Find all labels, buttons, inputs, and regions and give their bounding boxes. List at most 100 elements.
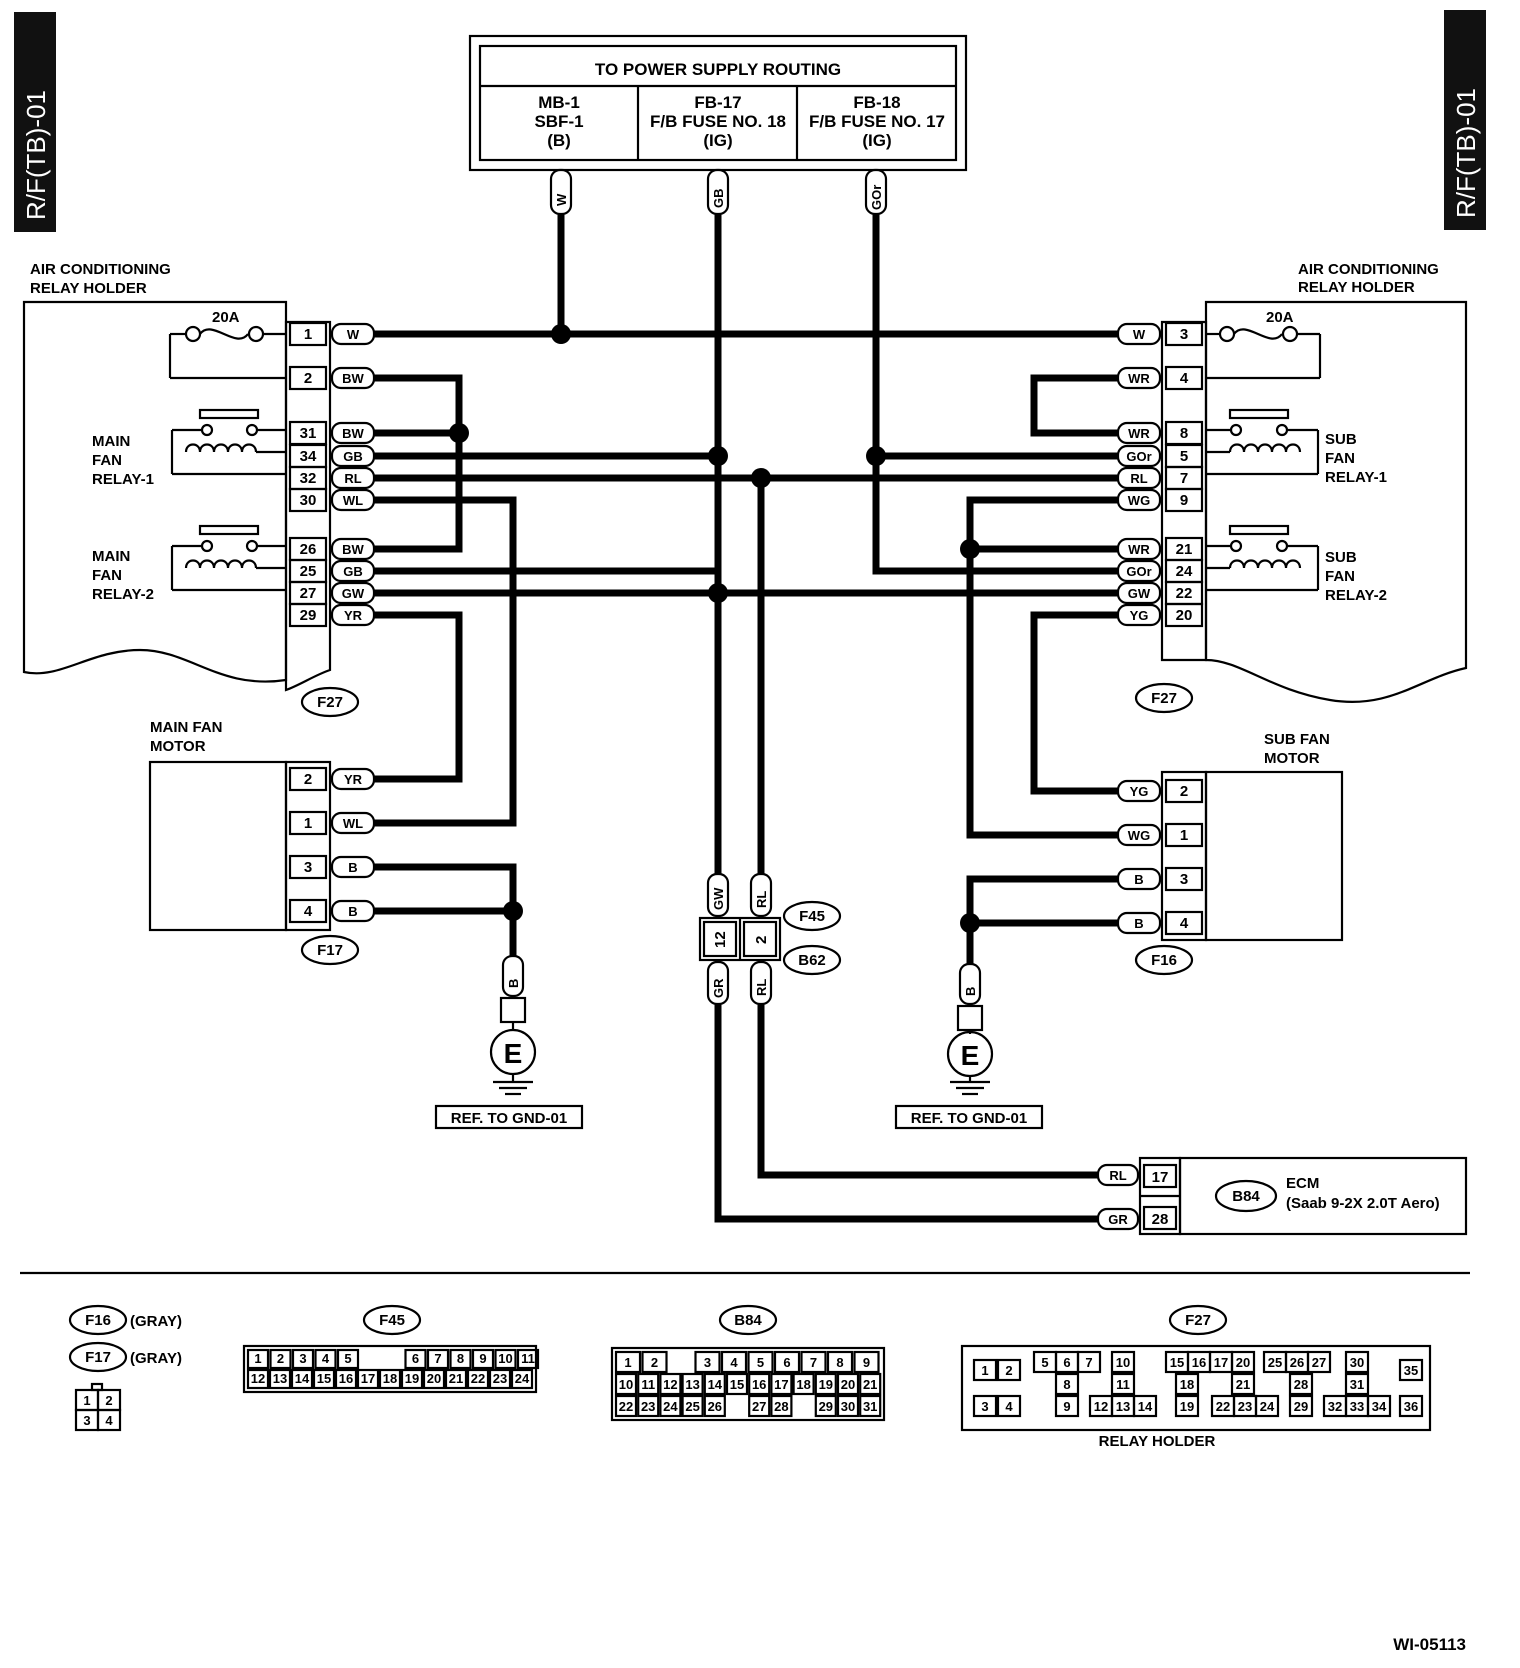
wire-color-tag: B bbox=[348, 904, 357, 919]
svg-text:(GRAY): (GRAY) bbox=[130, 1313, 182, 1330]
svg-text:GR: GR bbox=[711, 978, 726, 998]
svg-text:REF. TO GND-01: REF. TO GND-01 bbox=[911, 1110, 1027, 1127]
svg-text:12: 12 bbox=[712, 931, 729, 948]
legend-pin: 15 bbox=[730, 1377, 744, 1392]
svg-text:B: B bbox=[963, 987, 978, 996]
svg-text:F27: F27 bbox=[1151, 690, 1177, 707]
legend-pin: 19 bbox=[405, 1371, 419, 1386]
ecm: 17 28 RL GR B84 ECM (Saab 9-2X 2.0T Aero… bbox=[1096, 1156, 1468, 1236]
legend-pin: 30 bbox=[1350, 1355, 1364, 1370]
svg-text:F45: F45 bbox=[799, 908, 825, 925]
svg-text:(GRAY): (GRAY) bbox=[130, 1350, 182, 1367]
wire-color-tag: W bbox=[347, 327, 360, 342]
legend-pin: 3 bbox=[981, 1399, 988, 1414]
legend-pin: 15 bbox=[1170, 1355, 1184, 1370]
legend-pin: 14 bbox=[1138, 1399, 1153, 1414]
svg-text:GB: GB bbox=[711, 189, 726, 209]
junction-connector: GW RL 12 2 GR RL F45 B62 bbox=[698, 872, 842, 1006]
legend-pin: 24 bbox=[1260, 1399, 1275, 1414]
svg-text:FAN: FAN bbox=[92, 567, 122, 584]
legend-pin: 33 bbox=[1350, 1399, 1364, 1414]
pin-number: 9 bbox=[1180, 492, 1188, 509]
legend-pin: 10 bbox=[498, 1351, 512, 1366]
legend-pin: 4 bbox=[322, 1351, 330, 1366]
wire-color-tag: YG bbox=[1130, 784, 1149, 799]
svg-text:F16: F16 bbox=[1151, 952, 1177, 969]
pin-number: 34 bbox=[300, 448, 317, 465]
legend-pin: 6 bbox=[412, 1351, 419, 1366]
wire-color-tag: GB bbox=[343, 564, 363, 579]
legend-pin: 29 bbox=[1294, 1399, 1308, 1414]
wire-color-tag: BW bbox=[342, 371, 364, 386]
legend-pin: 2 bbox=[277, 1351, 284, 1366]
legend-pin: 25 bbox=[685, 1399, 699, 1414]
legend-pin: 13 bbox=[273, 1371, 287, 1386]
legend-pin: 4 bbox=[1005, 1399, 1013, 1414]
wire-color-tag: BW bbox=[342, 426, 364, 441]
legend-pin: 19 bbox=[819, 1377, 833, 1392]
legend-pin: 20 bbox=[1236, 1355, 1250, 1370]
legend-pin: 16 bbox=[1192, 1355, 1206, 1370]
wire-color-tag: GB bbox=[343, 449, 363, 464]
pin-number: 2 bbox=[304, 370, 312, 387]
ground-left: B E REF. TO GND-01 bbox=[434, 954, 584, 1130]
legend-pin: 7 bbox=[1085, 1355, 1092, 1370]
legend-pin: 5 bbox=[344, 1351, 351, 1366]
legend-pin: 29 bbox=[819, 1399, 833, 1414]
legend-pin: 4 bbox=[105, 1413, 113, 1428]
wire-color-tag: WR bbox=[1128, 542, 1150, 557]
wire-color-tag: YR bbox=[344, 608, 363, 623]
svg-text:SUB: SUB bbox=[1325, 549, 1357, 566]
legend-pin: 9 bbox=[863, 1355, 870, 1370]
svg-text:F/B FUSE NO. 17: F/B FUSE NO. 17 bbox=[809, 112, 945, 131]
pin-number: 2 bbox=[1180, 783, 1188, 800]
legend-pin: 28 bbox=[774, 1399, 788, 1414]
legend-pin: 5 bbox=[1041, 1355, 1048, 1370]
legend-pin: 14 bbox=[295, 1371, 310, 1386]
svg-text:F45: F45 bbox=[379, 1312, 405, 1329]
svg-text:B84: B84 bbox=[1232, 1188, 1260, 1205]
legend-pin: 12 bbox=[251, 1371, 265, 1386]
legend-pin: 1 bbox=[981, 1363, 988, 1378]
legend-pin: 13 bbox=[685, 1377, 699, 1392]
wire-color-tag: YG bbox=[1130, 608, 1149, 623]
svg-text:RELAY HOLDER: RELAY HOLDER bbox=[1099, 1433, 1216, 1450]
wire-color-tag: WR bbox=[1128, 426, 1150, 441]
page-code-left: R/F(TB)-01 bbox=[21, 90, 51, 220]
wire-color-tag: GOr bbox=[1126, 449, 1151, 464]
legend-pin: 3 bbox=[299, 1351, 306, 1366]
page-code-tab-left: R/F(TB)-01 bbox=[14, 12, 56, 232]
pin-number: 3 bbox=[304, 859, 312, 876]
legend-pin: 17 bbox=[361, 1371, 375, 1386]
svg-text:E: E bbox=[961, 1040, 980, 1071]
legend-pin: 2 bbox=[1005, 1363, 1012, 1378]
page-code-tab-right: R/F(TB)-01 bbox=[1444, 10, 1486, 230]
pin-number: 4 bbox=[1180, 915, 1189, 932]
svg-text:RL: RL bbox=[1109, 1168, 1126, 1183]
pin-number: 24 bbox=[1176, 563, 1193, 580]
svg-text:B84: B84 bbox=[734, 1312, 762, 1329]
svg-text:F17: F17 bbox=[85, 1349, 111, 1366]
svg-text:E: E bbox=[504, 1038, 523, 1069]
legend-pin: 12 bbox=[1094, 1399, 1108, 1414]
svg-text:MAIN: MAIN bbox=[92, 548, 130, 565]
wire-color-tag: WL bbox=[343, 816, 363, 831]
legend-pin: 8 bbox=[836, 1355, 843, 1370]
svg-text:2: 2 bbox=[753, 936, 770, 944]
power-supply-title: TO POWER SUPPLY ROUTING bbox=[595, 60, 841, 79]
legend-pin: 22 bbox=[1216, 1399, 1230, 1414]
wire-color-tag: WG bbox=[1128, 493, 1150, 508]
svg-text:AIR CONDITIONING: AIR CONDITIONING bbox=[30, 261, 171, 278]
wire-color-tag: GOr bbox=[1126, 564, 1151, 579]
svg-text:REF. TO GND-01: REF. TO GND-01 bbox=[451, 1110, 567, 1127]
legend-pin: 7 bbox=[810, 1355, 817, 1370]
legend-pin: 21 bbox=[1236, 1377, 1250, 1392]
legend-pin: 31 bbox=[863, 1399, 877, 1414]
legend-pin: 1 bbox=[624, 1355, 631, 1370]
legend-pin: 8 bbox=[457, 1351, 464, 1366]
legend-pin: 1 bbox=[83, 1393, 90, 1408]
